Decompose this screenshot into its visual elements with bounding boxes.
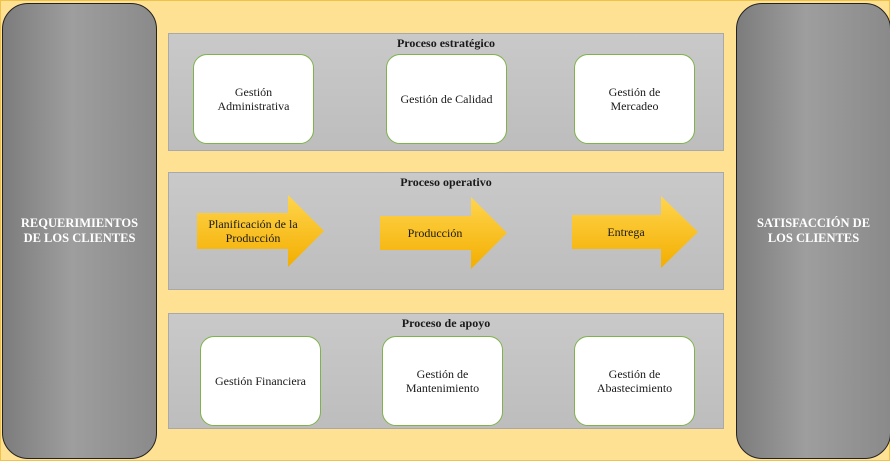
arrow-shape <box>197 195 324 267</box>
arrow-shape <box>572 196 698 268</box>
support-item-label: Gestión de Mantenimiento <box>405 367 480 395</box>
operative-step-arrow-delivery: Entrega <box>572 196 698 268</box>
support-item-finance: Gestión Financiera <box>200 336 321 426</box>
strategic-item-marketing: Gestión de Mercadeo <box>574 54 695 144</box>
support-item-label: Gestión Financiera <box>215 374 306 388</box>
operative-process-panel: Proceso operativo Planificación de la Pr… <box>168 172 724 290</box>
strategic-item-quality: Gestión de Calidad <box>386 54 507 144</box>
support-item-label: Gestión de Abastecimiento <box>596 367 673 395</box>
support-item-procurement: Gestión de Abastecimiento <box>574 336 695 426</box>
customer-requirements-label: REQUERIMIENTOS DE LOS CLIENTES <box>20 216 139 245</box>
support-process-panel: Proceso de apoyo Gestión Financiera Gest… <box>168 313 724 429</box>
strategic-item-label: Gestión de Calidad <box>400 92 493 106</box>
strategic-process-panel: Proceso estratégico Gestión Administrati… <box>168 33 724 151</box>
arrow-shape <box>380 197 507 269</box>
operative-step-label: Producción <box>407 226 463 240</box>
operative-step-label: Entrega <box>607 225 645 239</box>
operative-step-label: Planificación de la Producción <box>208 217 298 245</box>
support-item-maintenance: Gestión de Mantenimiento <box>382 336 503 426</box>
operative-step-arrow-production: Producción <box>380 197 507 269</box>
strategic-item-label: Gestión Administrativa <box>217 85 290 113</box>
operative-process-title: Proceso operativo <box>400 175 492 189</box>
customer-requirements-block: REQUERIMIENTOS DE LOS CLIENTES <box>2 3 157 459</box>
strategic-item-label: Gestión de Mercadeo <box>608 85 661 113</box>
operative-step-arrow-planning: Planificación de la Producción <box>197 195 324 267</box>
strategic-process-title: Proceso estratégico <box>396 36 496 50</box>
customer-satisfaction-block: SATISFACCIÓN DE LOS CLIENTES <box>736 3 890 459</box>
support-process-title: Proceso de apoyo <box>401 316 491 330</box>
strategic-item-administrative: Gestión Administrativa <box>193 54 314 144</box>
customer-satisfaction-label: SATISFACCIÓN DE LOS CLIENTES <box>756 216 871 245</box>
